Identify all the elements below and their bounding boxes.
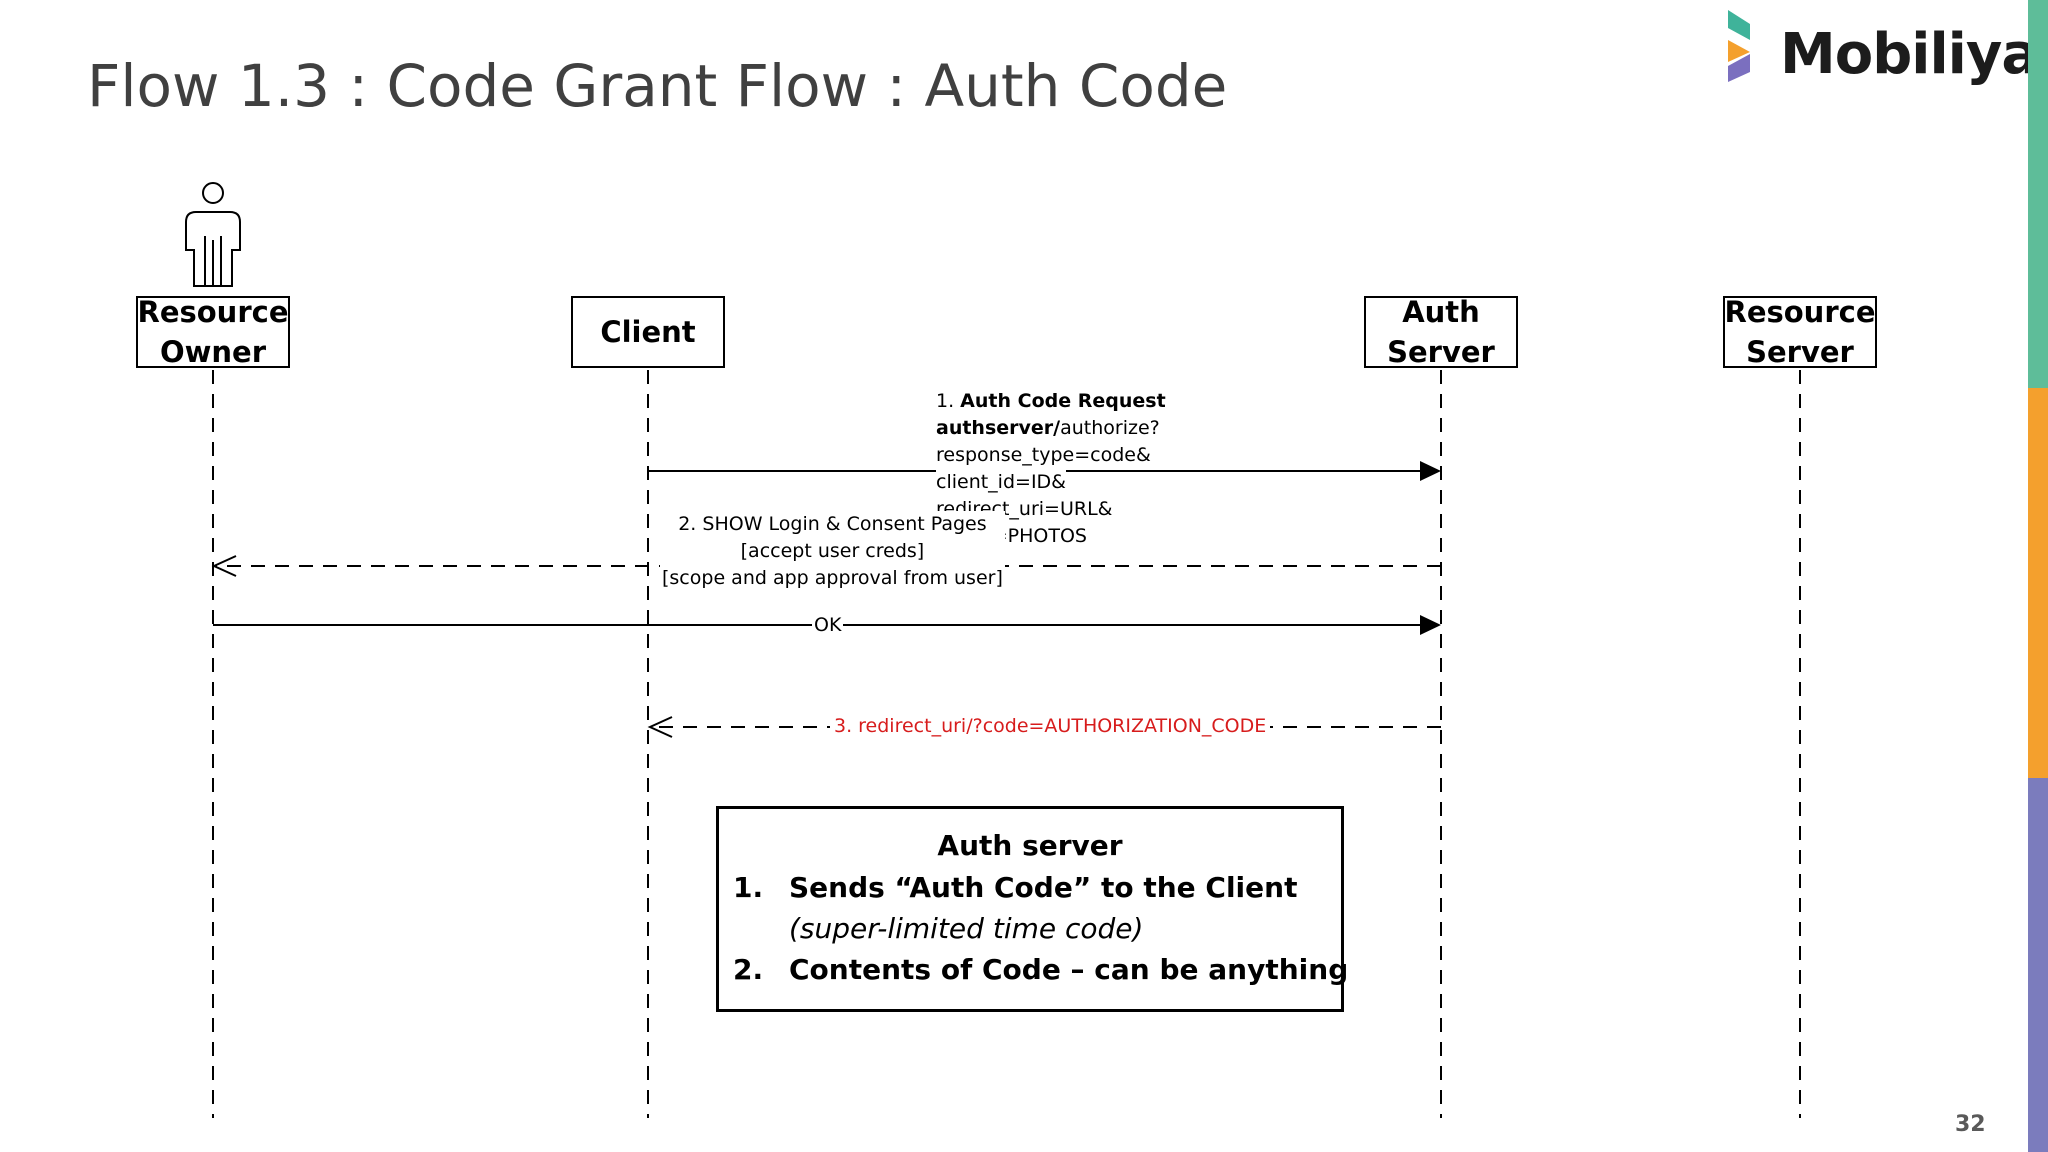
logo-text: Mobiliya bbox=[1780, 22, 2039, 87]
msg1-number: 1. bbox=[936, 390, 961, 412]
person-icon bbox=[185, 182, 241, 287]
arrowhead-msg3 bbox=[647, 716, 673, 738]
note-item-text: Contents of Code – can be anything bbox=[789, 953, 1349, 986]
message-2-label: 2. SHOW Login & Consent Pages [accept us… bbox=[660, 511, 1005, 592]
arrowhead-msg2 bbox=[211, 555, 237, 577]
actor-client: Client bbox=[571, 296, 725, 368]
actor-label: Auth bbox=[1402, 295, 1480, 329]
msg2-line: [scope and app approval from user] bbox=[662, 567, 1003, 589]
slide-title: Flow 1.3 : Code Grant Flow : Auth Code bbox=[87, 52, 1228, 120]
arrowhead-msg1 bbox=[1420, 461, 1441, 481]
message-3-label: 3. redirect_uri/?code=AUTHORIZATION_CODE bbox=[830, 713, 1271, 740]
note-title: Auth server bbox=[937, 829, 1123, 862]
note-item-number: 1. bbox=[733, 871, 764, 904]
side-bar-green bbox=[2028, 0, 2048, 388]
actor-label: Resource bbox=[1724, 295, 1876, 329]
msg1-line: response_type=code& bbox=[936, 442, 1151, 469]
note-item-2: 2. Contents of Code – can be anything bbox=[733, 953, 1348, 986]
note-item-1-sub: (super-limited time code) bbox=[733, 912, 1143, 945]
msg1-path-rest: authorize? bbox=[1060, 417, 1160, 439]
actor-label: Owner bbox=[159, 335, 267, 369]
note-item-text: Sends “Auth Code” to the Client bbox=[789, 871, 1298, 904]
note-item-1: 1. Sends “Auth Code” to the Client bbox=[733, 871, 1297, 904]
note-box: Auth server 1. Sends “Auth Code” to the C… bbox=[716, 806, 1348, 1012]
side-bar-orange bbox=[2028, 388, 2048, 778]
mobiliya-logo-icon bbox=[1728, 10, 1750, 82]
actor-label: Resource bbox=[137, 295, 289, 329]
msg1-path-bold: authserver/ bbox=[936, 417, 1061, 439]
msg1-title: Auth Code Request bbox=[960, 390, 1166, 412]
actor-label: Server bbox=[1746, 335, 1854, 369]
msg1-line: client_id=ID& bbox=[936, 469, 1066, 496]
actor-label: Server bbox=[1387, 335, 1495, 369]
msg2-line: [accept user creds] bbox=[740, 540, 925, 562]
arrowhead-msg-ok bbox=[1420, 615, 1441, 635]
message-ok-label: OK bbox=[812, 612, 844, 639]
note-item-number: 2. bbox=[733, 953, 764, 986]
actor-label: Client bbox=[600, 315, 696, 349]
note-item-subtext: (super-limited time code) bbox=[789, 912, 1144, 945]
page-number: 32 bbox=[1955, 1112, 1986, 1137]
msg2-line: 2. SHOW Login & Consent Pages bbox=[678, 513, 987, 535]
side-bar-purple bbox=[2028, 778, 2048, 1152]
